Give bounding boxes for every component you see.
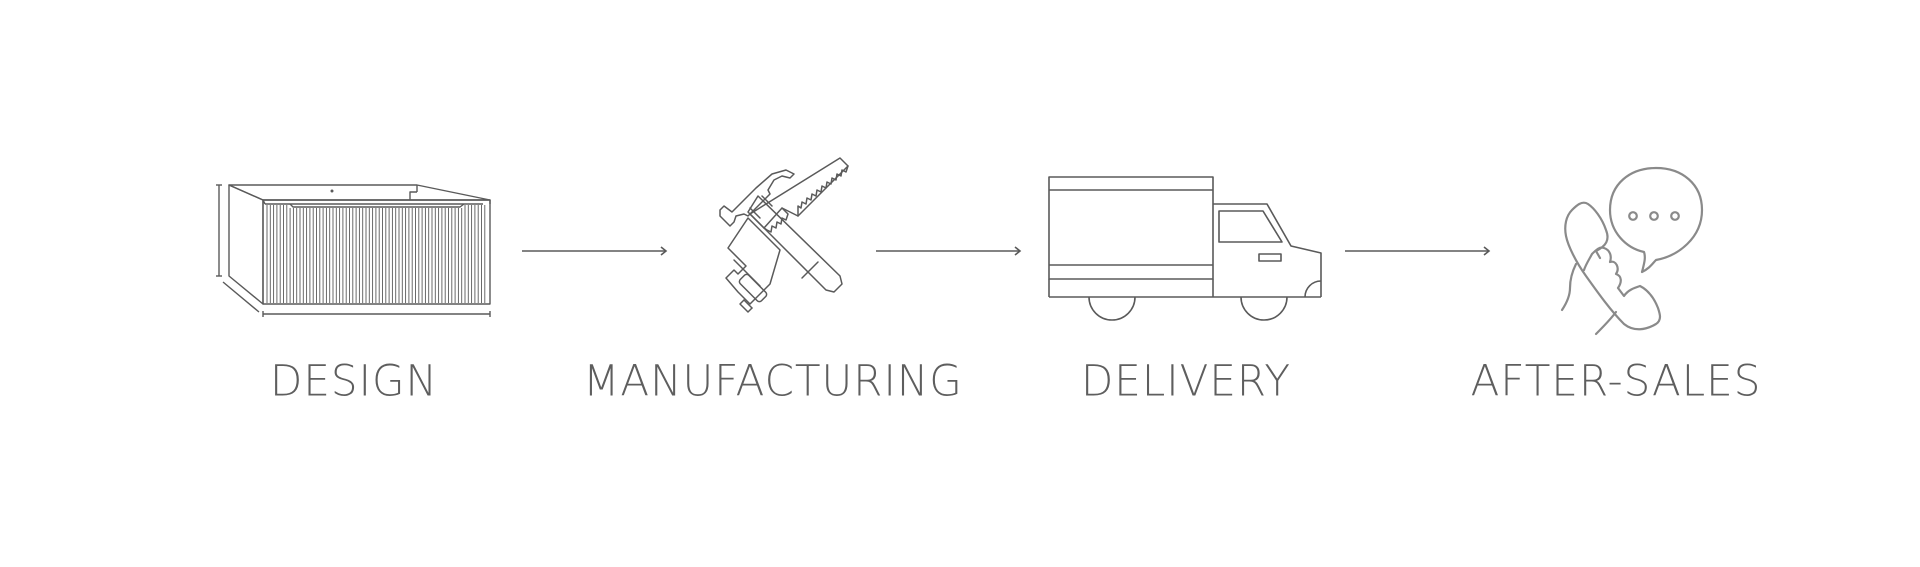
step-label-delivery: DELIVERY bbox=[1080, 355, 1292, 406]
phone-chat-support-icon bbox=[1560, 166, 1704, 336]
arrow-right-icon bbox=[876, 246, 1022, 256]
vanity-cabinet-icon bbox=[216, 184, 491, 317]
step-label-design: DESIGN bbox=[270, 355, 438, 406]
arrow-right-icon bbox=[1345, 246, 1491, 256]
step-label-after-sales: AFTER-SALES bbox=[1470, 355, 1762, 406]
arrow-right-icon bbox=[522, 246, 668, 256]
hammer-saw-icon bbox=[719, 157, 849, 313]
step-label-manufacturing: MANUFACTURING bbox=[583, 355, 963, 406]
delivery-truck-icon bbox=[1048, 176, 1322, 321]
